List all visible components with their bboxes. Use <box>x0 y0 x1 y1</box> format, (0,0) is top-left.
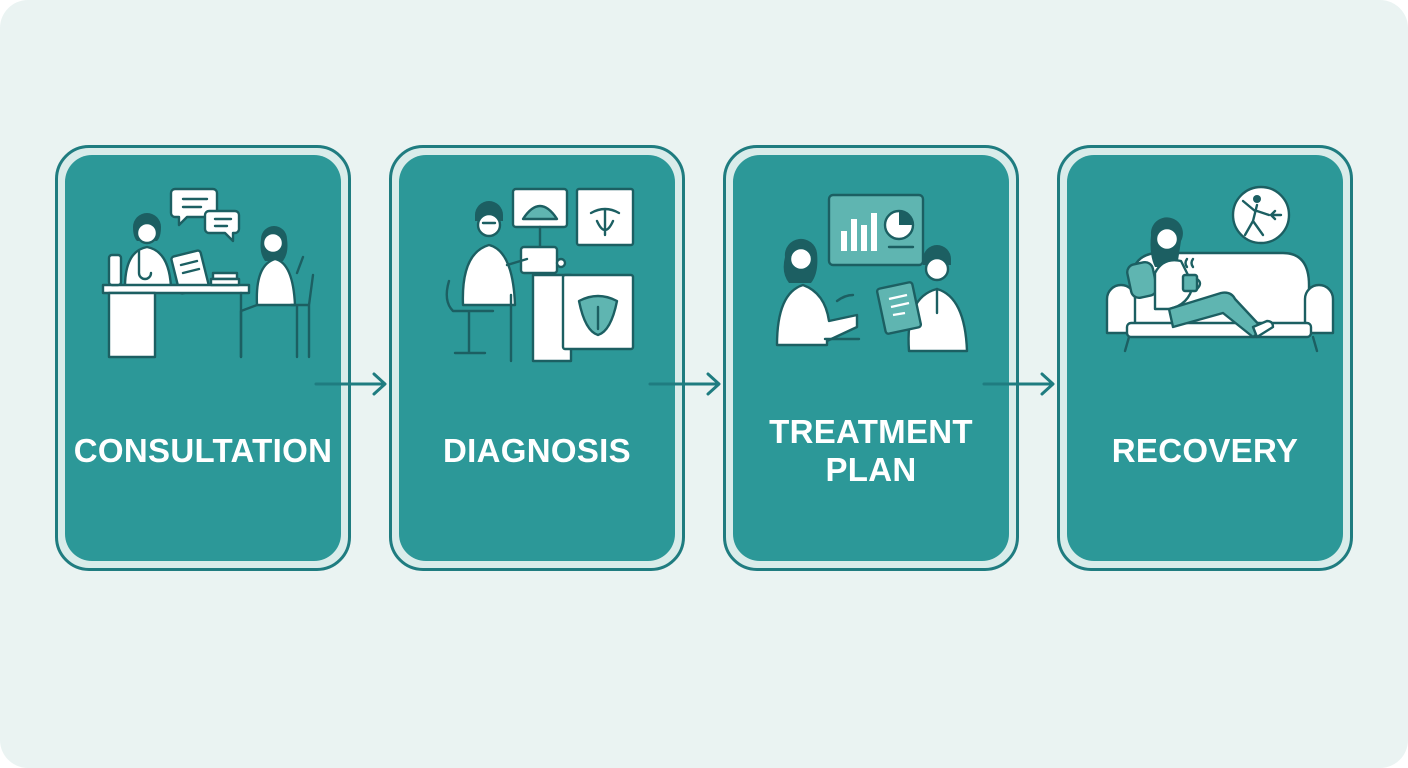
consultation-illustration-icon <box>101 187 315 359</box>
step-consultation: CONSULTATION <box>55 145 351 571</box>
arrow-right-icon <box>314 372 387 396</box>
step-label-treatment-plan: TREATMENT PLAN <box>769 413 973 488</box>
step-label-consultation: CONSULTATION <box>73 432 333 469</box>
arrow-right-icon <box>982 372 1055 396</box>
step-label-diagnosis: DIAGNOSIS <box>443 432 631 469</box>
arrow-right-icon <box>648 372 721 396</box>
step-diagnosis: DIAGNOSIS <box>389 145 685 571</box>
step-recovery: RECOVERY <box>1057 145 1353 571</box>
resting-recovery-illustration-icon <box>1105 185 1335 353</box>
ultrasound-diagnosis-illustration-icon <box>445 187 635 363</box>
treatment-plan-discussion-illustration-icon <box>775 193 969 353</box>
step-label-recovery: RECOVERY <box>1111 432 1299 469</box>
step-treatment-plan: TREATMENT PLAN <box>723 145 1019 571</box>
